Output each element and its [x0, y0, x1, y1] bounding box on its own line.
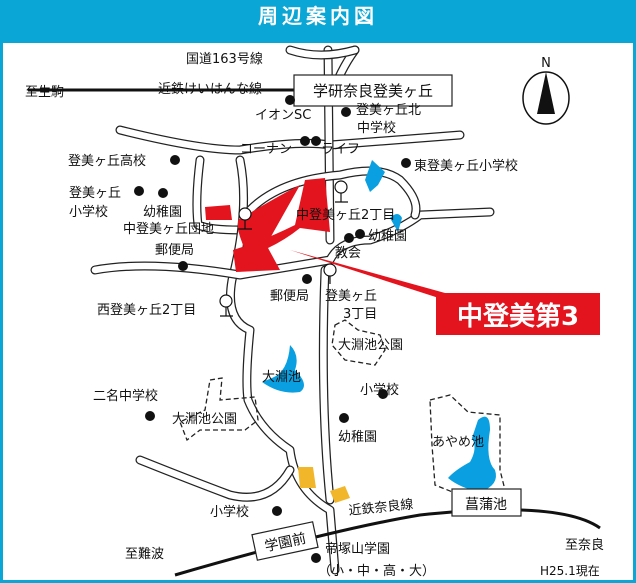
pond	[365, 160, 385, 192]
station-gakuenmae[interactable]	[251, 521, 319, 561]
label-tomigaoka-sho: 登美ヶ丘	[69, 186, 121, 201]
label-sho-3: 小学校	[360, 382, 399, 398]
label-nara-line: 近鉄奈良線	[348, 496, 414, 519]
label-post-2: 郵便局	[270, 289, 309, 304]
label-keihanna-line: 近鉄けいはんな線	[158, 81, 262, 97]
map-title: 周辺案内図	[258, 4, 378, 28]
compass-label: N	[541, 56, 551, 71]
label-life: ライフ	[321, 142, 360, 157]
pond	[448, 416, 496, 492]
label-kitachu: 登美ヶ丘北	[356, 103, 421, 118]
label-tomi-3chome: 登美ヶ丘	[325, 289, 377, 304]
label-to-ikoma: 至生駒	[25, 85, 64, 100]
label-nishi-2chome: 西登美ヶ丘2丁目	[97, 303, 196, 318]
station-ayameike-label: 菖蒲池	[465, 497, 507, 513]
label-to-nara: 至奈良	[565, 537, 604, 553]
label-ayame-pond: あやめ池	[432, 435, 484, 450]
label-yochien-1: 幼稚園	[143, 205, 182, 220]
label-pond-1: 大淵池	[262, 370, 301, 385]
station-ayameike[interactable]	[451, 488, 522, 517]
label-park-1: 大淵池公園	[338, 338, 403, 353]
park	[331, 319, 386, 366]
label-aeon: イオンSC	[255, 108, 311, 123]
map-canvas: 中登美第3 学研奈良登美ヶ丘 菖蒲池 学園前 N	[25, 45, 604, 579]
label-futana-chu: 二名中学校	[93, 388, 158, 404]
pond	[390, 214, 402, 232]
north-arrow-icon: N	[522, 56, 570, 125]
station-tomigaoka[interactable]	[293, 74, 453, 107]
area-map: 中登美第3 学研奈良登美ヶ丘 菖蒲池 学園前 N	[3, 43, 633, 580]
label-church: 教会	[335, 245, 361, 261]
label-higashi-sho: 東登美ヶ丘小学校	[414, 158, 518, 174]
landmark-dots	[134, 95, 411, 563]
label-sho-4: 小学校	[210, 504, 249, 520]
label-danchi: 中登美ヶ丘団地	[123, 222, 214, 237]
property-name: 中登美第3	[457, 301, 579, 332]
station-tomigaoka-label: 学研奈良登美ヶ丘	[313, 82, 433, 100]
label-kitachu-2: 中学校	[357, 120, 396, 136]
label-to-namba: 至難波	[125, 547, 164, 562]
label-tezukayama: 帝塚山学園	[325, 541, 390, 557]
pond	[262, 345, 304, 393]
map-labels: 国道163号線 近鉄けいはんな線 至生駒 イオンSC 登美ヶ丘北 中学校 コーナ…	[25, 51, 604, 579]
label-yochien-3: 幼稚園	[338, 430, 377, 445]
label-naka-2chome: 中登美ヶ丘2丁目	[296, 208, 395, 223]
property-label-box	[436, 293, 600, 335]
bus-stop-icon	[219, 180, 348, 317]
property-site	[205, 178, 330, 272]
property-pointer	[290, 250, 445, 300]
label-konan: コーナン	[240, 142, 292, 157]
label-yochien-2: 幼稚園	[368, 229, 407, 244]
label-tezukayama-2: （小・中・高・大）	[318, 563, 435, 579]
label-date: H25.1現在	[540, 564, 600, 578]
park	[179, 377, 259, 442]
label-park-2: 大淵池公園	[172, 412, 237, 427]
label-tomigaoka-sho-2: 小学校	[69, 204, 108, 220]
label-koukou: 登美ヶ丘高校	[68, 153, 146, 169]
park	[429, 394, 506, 496]
highlight-area	[298, 467, 350, 503]
label-post-1: 郵便局	[155, 243, 194, 258]
label-tomi-3chome-2: 3丁目	[343, 307, 377, 322]
label-route163: 国道163号線	[186, 51, 263, 67]
